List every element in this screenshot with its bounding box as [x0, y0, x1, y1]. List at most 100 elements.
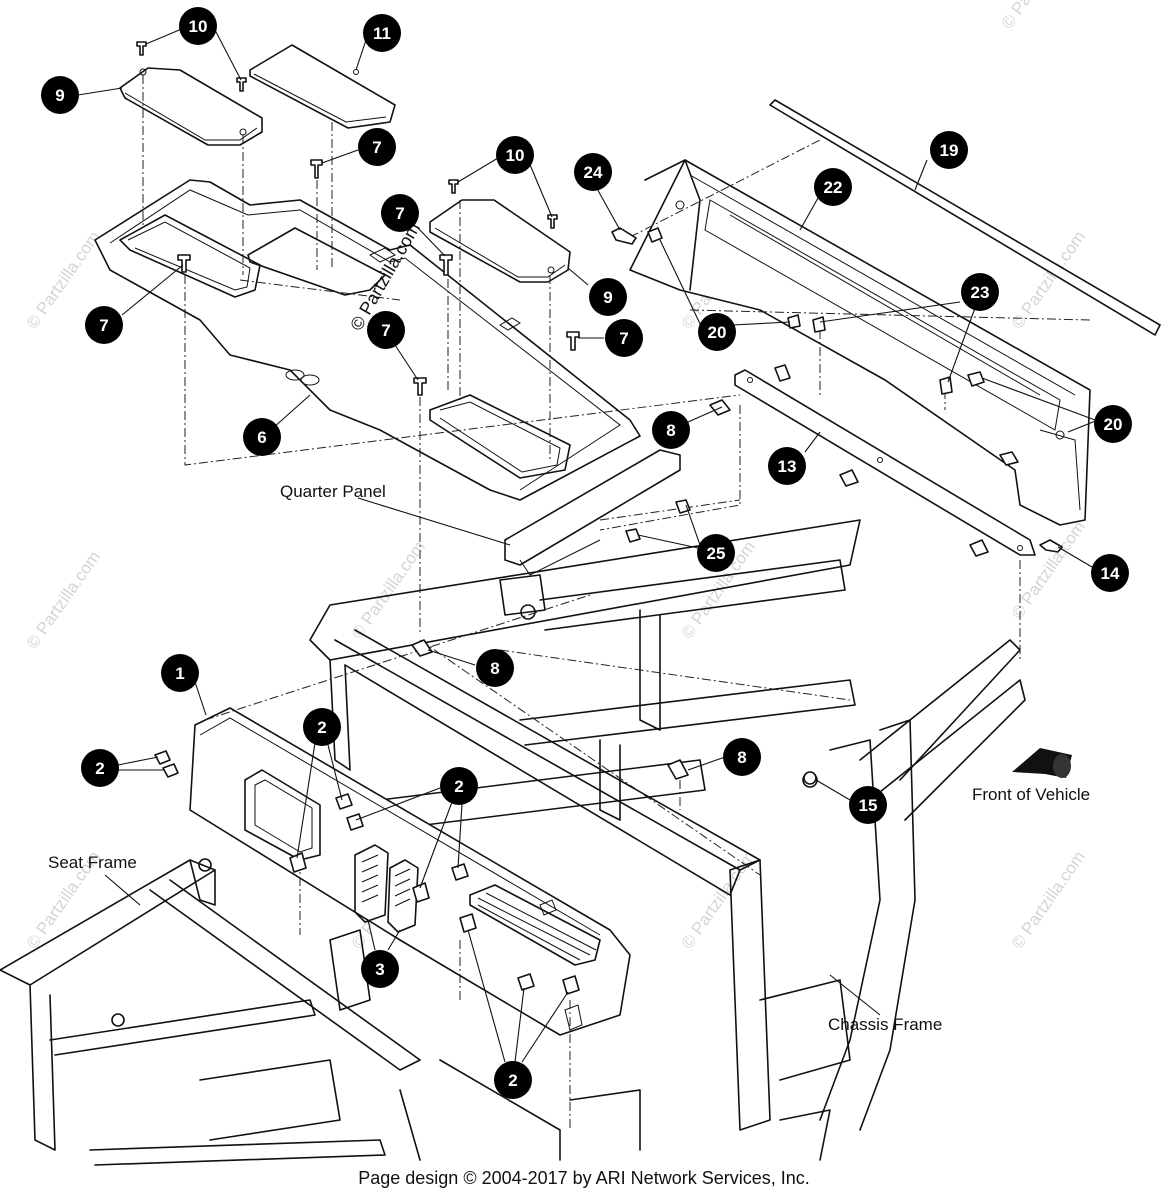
screw-10-c	[448, 179, 459, 194]
svg-text:2: 2	[95, 759, 104, 778]
clip-23-a	[787, 314, 801, 329]
screw-7-d	[413, 377, 427, 396]
callout-2[interactable]: 2	[494, 1061, 532, 1099]
leader-lines	[77, 27, 1099, 1063]
screw-10-a	[136, 41, 147, 56]
nut-8-c	[667, 759, 689, 780]
svg-text:6: 6	[257, 428, 266, 447]
svg-text:23: 23	[971, 283, 990, 302]
front-arrow-icon	[1012, 748, 1072, 778]
callout-10[interactable]: 10	[496, 136, 534, 174]
svg-text:2: 2	[317, 718, 326, 737]
callout-7[interactable]: 7	[605, 319, 643, 357]
svg-text:7: 7	[381, 321, 390, 340]
callout-15[interactable]: 15	[849, 786, 887, 824]
push-pin-2-h	[459, 913, 477, 933]
svg-text:25: 25	[707, 544, 726, 563]
callout-6[interactable]: 6	[243, 418, 281, 456]
callout-9[interactable]: 9	[589, 278, 627, 316]
watermark: © Partzilla.com	[23, 548, 104, 653]
callout-24[interactable]: 24	[574, 153, 612, 191]
callouts: 10 11 9 7 10 24 22 19 7 9 7 7 7 20 23 6 …	[41, 7, 1132, 1099]
nut-8-b	[411, 639, 433, 657]
callout-10[interactable]: 10	[179, 7, 217, 45]
svg-text:20: 20	[1104, 415, 1123, 434]
callout-9[interactable]: 9	[41, 76, 79, 114]
callout-3[interactable]: 3	[361, 950, 399, 988]
svg-text:8: 8	[737, 748, 746, 767]
svg-text:7: 7	[372, 138, 381, 157]
svg-text:22: 22	[824, 178, 843, 197]
part-6-deck-panel	[94, 179, 641, 501]
quarter-panel-label: Quarter Panel	[280, 482, 386, 501]
screw-7-b	[439, 254, 453, 276]
svg-text:7: 7	[395, 204, 404, 223]
push-pin-2-g	[451, 863, 469, 881]
svg-text:24: 24	[584, 163, 603, 182]
chassis-frame-label: Chassis Frame	[828, 1015, 942, 1034]
clip-23-b	[812, 316, 826, 333]
callout-7[interactable]: 7	[381, 194, 419, 232]
svg-text:11: 11	[373, 24, 391, 43]
svg-text:9: 9	[603, 288, 612, 307]
part-22-tailgate	[629, 159, 1091, 526]
callout-7[interactable]: 7	[358, 128, 396, 166]
callout-1[interactable]: 1	[161, 654, 199, 692]
svg-text:19: 19	[940, 141, 959, 160]
footer-copyright: Page design © 2004-2017 by ARI Network S…	[358, 1168, 810, 1188]
callout-11[interactable]: 11	[363, 14, 401, 52]
push-pin-2-a	[154, 750, 171, 765]
callout-8[interactable]: 8	[723, 738, 761, 776]
screw-10-b	[236, 77, 247, 92]
screw-24	[611, 227, 637, 245]
screw-25-b	[625, 528, 641, 543]
front-of-vehicle-label: Front of Vehicle	[972, 785, 1090, 804]
clip-20-a	[647, 227, 663, 243]
svg-text:7: 7	[99, 316, 108, 335]
callout-2[interactable]: 2	[81, 749, 119, 787]
svg-text:3: 3	[375, 960, 384, 979]
callout-7[interactable]: 7	[367, 311, 405, 349]
watermark: © Partzilla.com	[678, 848, 759, 953]
clip-23-c	[939, 376, 953, 395]
part-13-bracket	[734, 369, 1036, 556]
part-9-cover-right	[429, 199, 571, 283]
callout-2[interactable]: 2	[303, 708, 341, 746]
screw-7-a	[310, 159, 323, 179]
svg-text:10: 10	[506, 146, 525, 165]
callout-8[interactable]: 8	[652, 411, 690, 449]
svg-text:20: 20	[708, 323, 727, 342]
callout-20[interactable]: 20	[1094, 405, 1132, 443]
nut-clip-b	[969, 539, 989, 557]
callout-25[interactable]: 25	[697, 534, 735, 572]
clip-20-b	[967, 371, 985, 387]
callout-2[interactable]: 2	[440, 767, 478, 805]
screw-lower	[999, 451, 1019, 466]
part-19-strip	[769, 99, 1161, 336]
svg-text:14: 14	[1101, 564, 1120, 583]
watermark: © Partzilla.com	[998, 0, 1079, 32]
fasteners	[136, 41, 1063, 995]
push-pin-2-d	[335, 793, 353, 810]
callout-22[interactable]: 22	[814, 168, 852, 206]
callout-7[interactable]: 7	[85, 306, 123, 344]
callout-13[interactable]: 13	[768, 447, 806, 485]
screw-7-c	[177, 254, 191, 273]
callout-20[interactable]: 20	[698, 313, 736, 351]
callout-23[interactable]: 23	[961, 273, 999, 311]
svg-text:7: 7	[619, 329, 628, 348]
svg-text:15: 15	[859, 796, 878, 815]
svg-text:9: 9	[55, 86, 64, 105]
callout-14[interactable]: 14	[1091, 554, 1129, 592]
svg-text:10: 10	[189, 17, 208, 36]
push-pin-2-i	[517, 973, 535, 991]
push-pin-2-b	[162, 763, 179, 778]
callout-19[interactable]: 19	[930, 131, 968, 169]
nut-clip-a	[839, 469, 859, 487]
push-pin-2-j	[562, 975, 580, 995]
seat-frame-label: Seat Frame	[48, 853, 137, 872]
svg-text:2: 2	[454, 777, 463, 796]
callout-8[interactable]: 8	[476, 649, 514, 687]
watermark: © Partzilla.com	[1008, 848, 1089, 953]
screw-10-d	[547, 214, 558, 229]
